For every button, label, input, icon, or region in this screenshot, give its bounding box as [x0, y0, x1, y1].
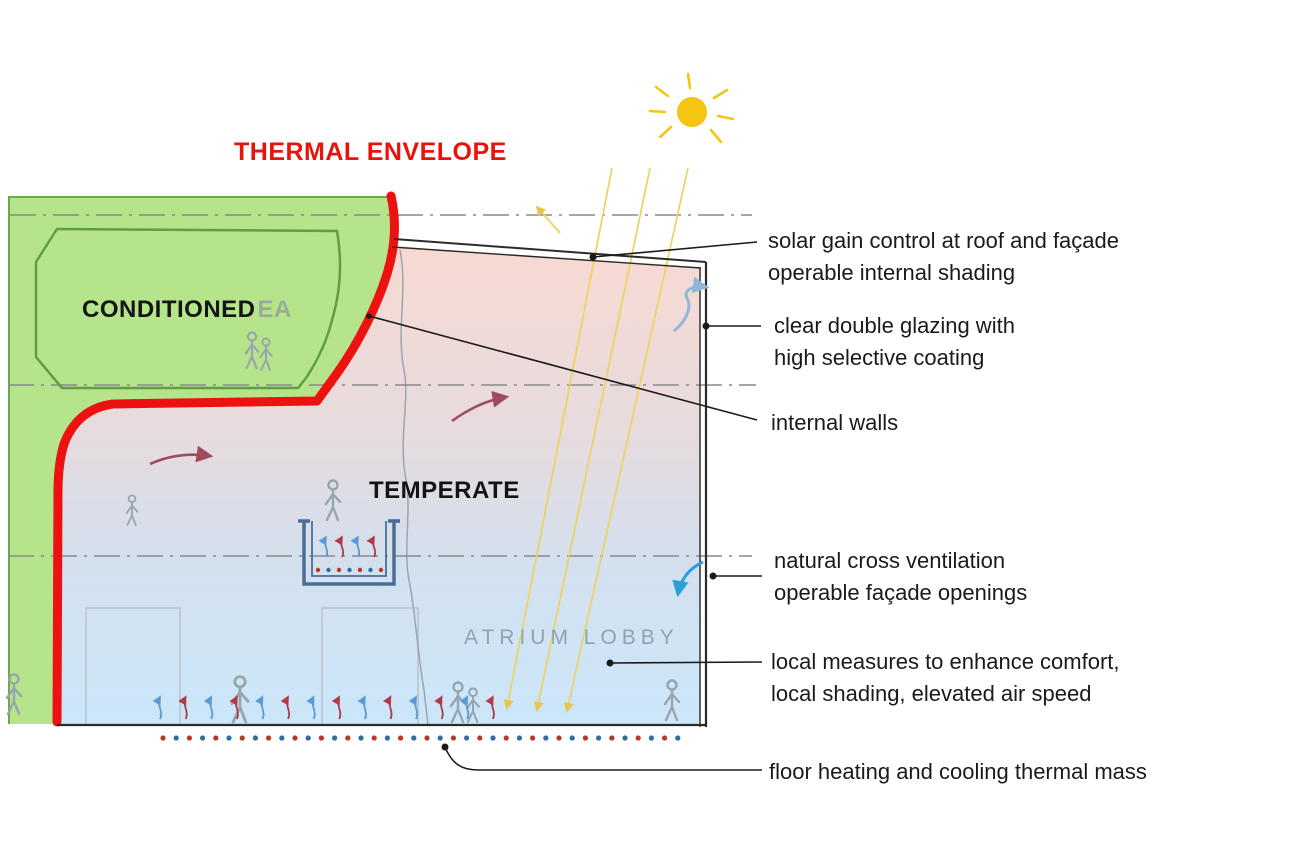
- annotation-solar-gain-control: solar gain control at roof and façade op…: [768, 225, 1119, 289]
- annotation-line: operable internal shading: [768, 260, 1016, 285]
- intake-air-arrow: [672, 560, 704, 598]
- annotation-cross-ventilation: natural cross ventilation operable façad…: [774, 545, 1027, 609]
- annotation-line: local shading, elevated air speed: [771, 681, 1092, 706]
- floor-heating-cooling-dots: [160, 735, 681, 741]
- annotation-line: natural cross ventilation: [774, 548, 1006, 573]
- annotation-line: solar gain control at roof and façade: [768, 228, 1120, 253]
- zone-conditioned: [8, 196, 395, 724]
- floor-airflow-arrows: [152, 695, 495, 720]
- annotation-line: operable façade openings: [774, 580, 1028, 605]
- diagram-title: THERMAL ENVELOPE: [234, 138, 507, 166]
- internal-section-line: [399, 249, 429, 726]
- exhaust-air-arrow: [673, 276, 710, 333]
- leader-dot: [709, 572, 717, 580]
- leader-dot: [702, 322, 710, 330]
- annotation-line: local measures to enhance comfort,: [771, 649, 1120, 674]
- conditioned-room-outline: [34, 227, 342, 390]
- leader-dot: [441, 743, 449, 751]
- annotation-internal-walls: internal walls: [771, 407, 898, 439]
- leader-dot: [366, 313, 372, 319]
- warm-airflow-arrows: [149, 390, 510, 466]
- sun-icon: [648, 72, 735, 144]
- zone-label-atrium-lobby: ATRIUM LOBBY: [464, 626, 679, 649]
- annotation-double-glazing: clear double glazing with high selective…: [774, 310, 1015, 374]
- level-datum-lines: [8, 214, 756, 557]
- trench-airflow-arrows: [318, 535, 377, 558]
- facade-wall-line: [699, 262, 708, 727]
- conditioned-edge-line: [8, 196, 391, 724]
- roof-glazing-line: [391, 238, 707, 269]
- leader-lines: [366, 241, 763, 771]
- annotation-line: internal walls: [771, 410, 899, 435]
- annotation-local-measures: local measures to enhance comfort, local…: [771, 646, 1120, 710]
- annotation-line: floor heating and cooling thermal mass: [769, 759, 1147, 784]
- annotation-floor-heating: floor heating and cooling thermal mass: [769, 756, 1147, 788]
- zone-temperate: [58, 246, 701, 725]
- leader-dot: [606, 659, 614, 667]
- annotation-line: high selective coating: [774, 345, 985, 370]
- annotation-line: clear double glazing with: [774, 313, 1015, 338]
- trench-dots: [315, 567, 384, 573]
- zone-label-temperate: TEMPERATE: [369, 477, 520, 504]
- conditioned-label-text: CONDITIONED: [82, 296, 256, 323]
- thermal-envelope-line: [52, 191, 399, 727]
- leader-dot: [589, 253, 597, 261]
- floor-trench: [298, 519, 400, 586]
- conditioned-ghost-text: EA: [257, 296, 292, 323]
- zone-label-conditioned: CONDITIONEDEA: [82, 296, 292, 324]
